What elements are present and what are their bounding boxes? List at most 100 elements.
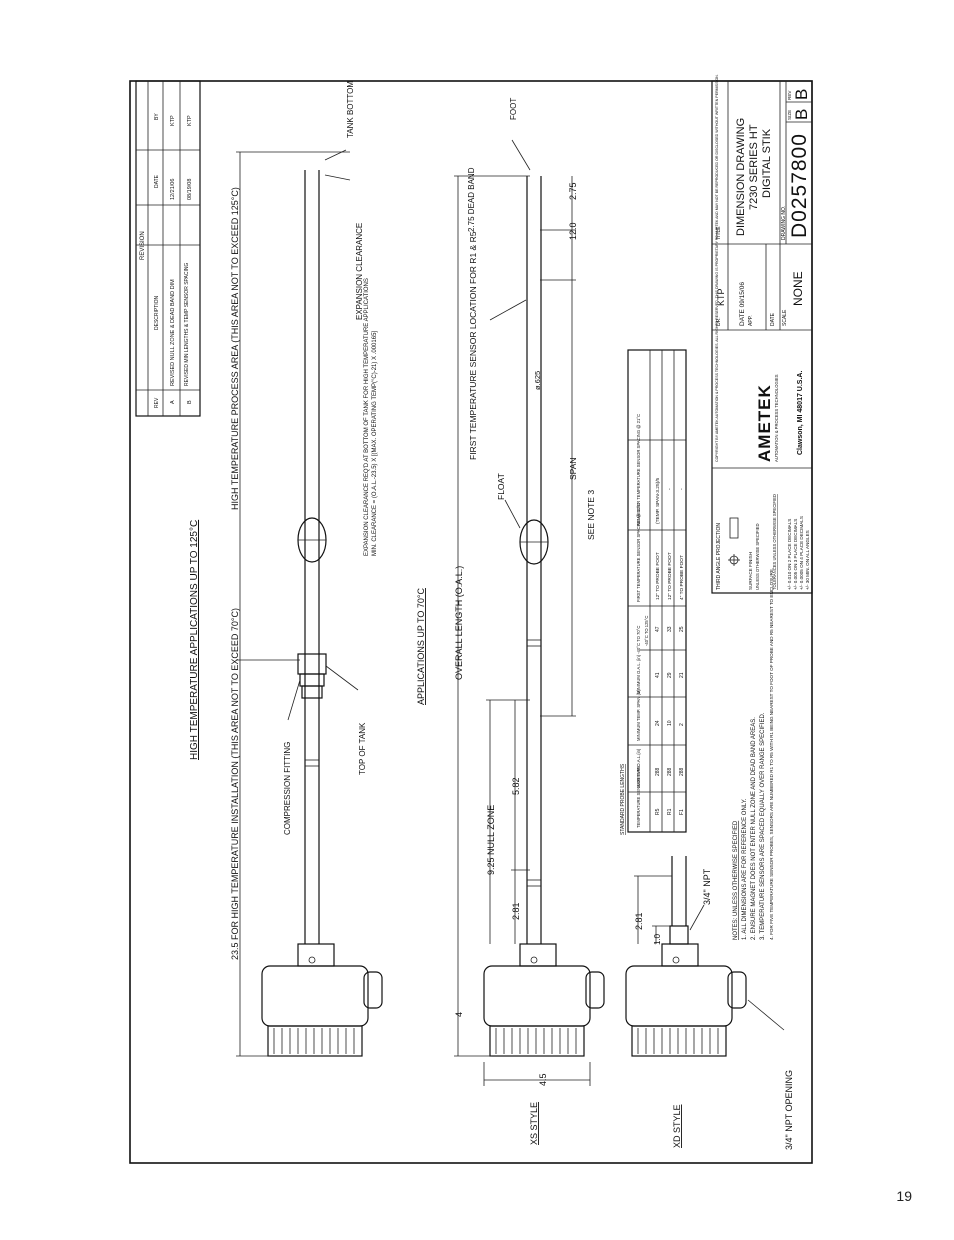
rev-a-description: REVISED NULL ZONE & DEAD BAND DIM	[170, 279, 176, 386]
company-address: Clawson, MI 48017 U.S.A.	[797, 371, 804, 455]
rev-a-date: 12/21/06	[170, 179, 176, 200]
description-col-header: DESCRIPTION	[154, 295, 160, 330]
header-sensor-type: TEMPERATURE SENSOR TYPE	[636, 766, 641, 828]
dim-2-81-xs: 2.81	[511, 902, 521, 920]
r1-min-span: 10	[667, 720, 673, 726]
probe-table-title: STANDARD PROBE LENGTHS	[620, 763, 626, 835]
note-2: 2. ENSURE MAGNET DOES NOT ENTER NULL ZON…	[751, 717, 757, 940]
rev-a-letter: A	[170, 400, 176, 404]
rev-b-letter: B	[187, 400, 193, 404]
probe-length-table: STANDARD PROBE LENGTHS TEMPERATURE SENSO…	[620, 349, 687, 835]
header-min-span: MINIMUM TEMP. SPAN (in)	[636, 689, 641, 741]
standard-heading: APPLICATIONS UP TO 70°C	[416, 588, 426, 705]
r1-remainder-spacing: -	[667, 488, 673, 490]
dead-band-label: 2.75 DEAD BAND	[467, 167, 476, 232]
f1-min-oal-125: 25	[679, 626, 685, 632]
tolerance-3place: +/- 0.005 ON 3 PLACE DECIMALS	[793, 519, 798, 590]
by-col-header: BY	[154, 113, 160, 120]
high-temp-view: HIGH TEMPERATURE APPLICATIONS UP TO 125°…	[189, 81, 383, 1057]
app-label: APP.	[748, 315, 754, 326]
surface-finish-label: SURFACE FINISH	[748, 552, 753, 590]
null-zone-label: 9.25 NULL ZONE	[486, 805, 496, 875]
diameter-label: ø.625	[533, 371, 542, 390]
dr-value: KTP	[716, 288, 726, 306]
page-number: 19	[896, 1188, 912, 1204]
see-note-label: SEE NOTE 3	[586, 490, 596, 540]
xd-style-view: XD STYLE 2.81 1.0 3/4" NPT 3/4" NPT OPEN…	[625, 856, 794, 1150]
drawing-no-label: DRAWING NO.	[781, 206, 787, 240]
npt-label: 3/4" NPT	[702, 868, 712, 905]
header-remainder-spacing: REMAINDER TEMPERATURE SENSOR SPACING @ 2…	[636, 414, 641, 526]
f1-type: F1	[679, 809, 685, 815]
r5-type: R5	[655, 808, 661, 815]
f1-min-span: 2	[679, 723, 685, 726]
dim-1-0: 1.0	[653, 933, 662, 945]
unless-specified-label: UNLESS OTHERWISE SPECIFIED	[755, 524, 760, 590]
dim-2-75: 2.75	[568, 182, 578, 200]
high-temp-heading: HIGH TEMPERATURE APPLICATIONS UP TO 125°…	[189, 520, 200, 760]
company-logo: AMETEK	[755, 384, 774, 462]
r1-min-oal-125: 33	[667, 626, 673, 632]
header-first-spacing: FIRST TEMPERATURE SENSOR SPACING @ 21°C	[636, 503, 641, 602]
size-value: B	[792, 109, 811, 120]
note-3: 3. TEMPERATURE SENSORS ARE SPACED EQUALL…	[760, 712, 766, 940]
tolerance-angles: +/- 30 MIN. ON ALL ANGLES	[805, 530, 810, 590]
top-of-tank-label: TOP OF TANK	[358, 722, 367, 775]
first-sensor-label: FIRST TEMPERATURE SENSOR LOCATION FOR R1…	[468, 231, 478, 460]
dim-2-81-xd: 2.81	[634, 912, 644, 930]
dim-4-5: 4.5	[538, 1073, 548, 1086]
expansion-note-1: EXPANSION CLEARANCE REQ'D AT BOTTOM OF T…	[364, 278, 370, 556]
install-note: 23.5 FOR HIGH TEMPERATURE INSTALLATION (…	[230, 608, 240, 960]
rev-col-header: REV	[154, 397, 160, 408]
float-label: FLOAT	[496, 473, 506, 500]
dr-label: DR.	[716, 317, 722, 326]
foot-label: FOOT	[509, 98, 518, 120]
f1-first-spacing: 4" TO PROBE FOOT	[679, 555, 685, 600]
date-col-header: DATE	[154, 174, 160, 188]
r5-max-oal: 288	[655, 767, 661, 776]
title-line-3: DIGITAL STIK	[761, 128, 773, 198]
f1-max-oal: 288	[679, 767, 685, 776]
tolerance-4place: +/- 0.0005 ON 4 PLACE DECIMALS	[799, 516, 804, 590]
dim-12-0: 12.0	[568, 222, 578, 240]
r5-remainder-spacing: (TEMP. SPAN-3.25)/5	[655, 477, 661, 524]
notes-block: NOTES: UNLESS OTHERWISE SPECIFIED 1. ALL…	[733, 568, 774, 940]
scale-value: NONE	[791, 271, 805, 306]
expansion-clearance-label: EXPANSION CLEARANCE	[355, 223, 364, 320]
r1-first-spacing: 12" TO PROBE FOOT	[667, 552, 673, 600]
title-label: TITLE	[716, 226, 722, 240]
expansion-note-2: MIN. CLEARANCE = (O.A.L.-23.5) X [(MAX. …	[372, 331, 378, 556]
process-area-note: HIGH TEMPERATURE PROCESS AREA (THIS AREA…	[230, 187, 240, 510]
notes-title: NOTES: UNLESS OTHERWISE SPECIFIED	[733, 820, 739, 940]
rev-a-by: KTP	[170, 115, 176, 126]
projection-label: THIRD ANGLE PROJECTION	[716, 523, 722, 590]
drawing-number: D0257800	[788, 133, 811, 238]
xs-style-label: XS STYLE	[529, 1102, 539, 1145]
r1-type: R1	[667, 808, 673, 815]
tolerances-label: TOLERANCES UNLESS OTHERWISE SPECIFIED	[772, 494, 777, 590]
span-label: SPAN	[568, 457, 578, 480]
revision-block: REVISION REV DESCRIPTION DATE BY A REVIS…	[135, 80, 201, 417]
r1-max-oal: 288	[667, 767, 673, 776]
xd-style-label: XD STYLE	[672, 1104, 682, 1148]
rev-b-by: KTP	[187, 115, 193, 126]
r5-min-oal-125: 47	[655, 626, 661, 632]
f1-min-oal-70: 21	[679, 672, 685, 678]
title-block: THIRD ANGLE PROJECTION SURFACE FINISH UN…	[711, 74, 813, 594]
r5-min-span: 24	[655, 720, 661, 726]
note-4: 4. FOR FIVE TEMPERATURE SENSOR PROBES, S…	[769, 568, 774, 940]
title-line-2: 7230 SERIES HT	[748, 124, 760, 210]
header-min-oal-125: -40°C TO 125°C	[644, 616, 649, 646]
rev-b-date: 08/19/08	[187, 179, 193, 200]
company-subtitle: AUTOMATION & PROCESS TECHNOLOGIES	[774, 374, 779, 462]
rev-label: REV	[787, 90, 792, 100]
r1-min-oal-70: 29	[667, 672, 673, 678]
scale-label: SCALE	[782, 309, 788, 326]
note-1: 1. ALL DIMENSIONS ARE FOR REFERENCE ONLY…	[742, 798, 748, 940]
dr-date: DATE 09/15/06	[739, 282, 746, 326]
rev-value: B	[792, 89, 811, 100]
dim-5-82: 5.82	[511, 777, 521, 795]
f1-remainder-spacing: -	[679, 488, 685, 490]
